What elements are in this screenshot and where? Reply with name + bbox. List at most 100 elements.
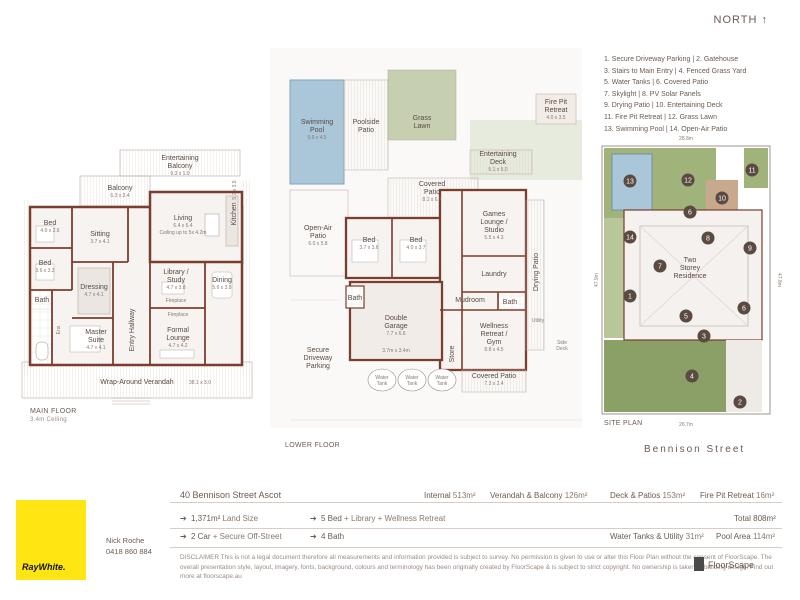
room-games-lounge-dim: 5.5 x 4.3 (484, 235, 503, 241)
fire-pit-retreat (535, 93, 577, 125)
room-bed-1-label: Bed (44, 220, 57, 227)
legend-line: 5. Water Tanks | 6. Covered Patio (604, 79, 709, 87)
site-marker-2 (733, 395, 747, 409)
area-tanks-value: 31m² (685, 532, 704, 541)
water-tank-3-label: Water (435, 375, 448, 381)
room-double-garage-label: Double (385, 315, 407, 322)
floorplan-drawing: Entertaining Balcony 9.3 x 1.9 Balcony 6… (21, 48, 782, 428)
room-bed-2-label: Bed (39, 260, 52, 267)
lower-floor-plan: Swimming Pool 9.9 x 4.5 Poolside Patio G… (270, 48, 582, 428)
room-covered-patio-dim: 8.1 x 6.7 (422, 197, 441, 203)
site-marker-label: 6 (742, 306, 746, 313)
swimming-pool (289, 79, 345, 185)
room-double-garage-dim: 7.7 x 6.6 (386, 331, 405, 337)
site-marker-4 (685, 369, 699, 383)
room-grass-lawn-label-2: Lawn (414, 123, 431, 130)
site-marker-6 (683, 205, 697, 219)
agent-info: Nick Roche 0418 860 884 (106, 535, 152, 557)
site-top-dimension: 28.8m (679, 136, 693, 142)
room-dining-dim: 5.6 x 3.8 (212, 285, 231, 291)
living-ceiling-note: Ceiling up to 5x 4.2m (160, 230, 207, 236)
room-lower-bed-2-label: Bed (410, 237, 423, 244)
legend-line: 3. Stairs to Main Entry | 4. Fenced Gras… (604, 67, 747, 75)
room-living-dim: 6.4 x 5.4 (173, 223, 192, 229)
site-marker-10 (715, 191, 729, 205)
room-lower-bath-1-label: Bath (503, 299, 518, 306)
room-driveway-label-2: Driveway (304, 355, 333, 362)
legend-line: 7. Skylight | 8. PV Solar Panels (604, 90, 701, 98)
main-floor-plan: Entertaining Balcony 9.3 x 1.9 Balcony 6… (21, 149, 253, 405)
room-games-lounge-label-2: Lounge / (480, 219, 507, 226)
room-formal-lounge-dim: 4.7 x 4.2 (168, 343, 187, 349)
room-master-dim: 4.7 x 4.1 (86, 345, 105, 351)
site-marker-label: 14 (626, 235, 634, 242)
site-marker-label: 1 (628, 294, 632, 301)
room-formal-lounge-label-2: Lounge (166, 335, 189, 342)
legend-line: 1. Secure Driveway Parking | 2. Gatehous… (604, 56, 739, 63)
room-mudroom-label: Mudroom (455, 297, 485, 304)
divider (170, 547, 782, 548)
room-utility-label: Utility (532, 318, 545, 324)
total-area: Total 808m² (734, 514, 776, 523)
site-marker-14 (623, 230, 637, 244)
site-plan-caption: SITE PLAN (604, 420, 643, 427)
room-games-lounge-label: Games (483, 211, 506, 218)
site-marker-12 (681, 173, 695, 187)
site-marker-label: 4 (690, 374, 694, 381)
room-entertaining-balcony-label-2: Balcony (168, 163, 193, 170)
fireplace-note-2: Fireplace (168, 312, 189, 318)
wrap-around-verandah (21, 361, 253, 399)
room-swimming-pool-label-2: Pool (310, 127, 324, 134)
site-marker-1 (623, 289, 637, 303)
raywhite-brand: RayWhite. (22, 562, 66, 572)
site-marker-3 (697, 329, 711, 343)
room-entry-hallway-label: Entry Hallway (129, 308, 136, 351)
land-size-label: Land Size (222, 514, 259, 523)
site-marker-9 (743, 241, 757, 255)
total-area-value: 808m² (753, 514, 776, 523)
room-sitting-label: Sitting (90, 231, 110, 238)
site-marker-label: 5 (684, 314, 688, 321)
room-poolside-patio-label: Poolside (353, 119, 380, 126)
area-tanks: Water Tanks & Utility 31m² (610, 532, 704, 541)
land-size: ➔ 1,371m² Land Size (180, 514, 258, 523)
site-bottom-dimension: 26.7m (679, 422, 693, 428)
agent-name: Nick Roche (106, 536, 145, 545)
bedrooms-extra: + Library + Wellness Retreat (344, 514, 446, 523)
grass-lawn (387, 69, 457, 141)
check-icon: ➔ (180, 532, 187, 541)
room-driveway-label-3: Parking (306, 363, 330, 370)
room-balcony-label: Balcony (108, 185, 133, 192)
entertaining-balcony (119, 149, 241, 177)
room-wellness-label: Wellness (480, 323, 509, 330)
room-verandah-dim: 38.1 x 3.0 (189, 380, 211, 386)
area-tanks-label: Water Tanks & Utility (610, 532, 684, 541)
room-bed-2-dim: 3.6 x 3.3 (35, 268, 54, 274)
room-dining-label: Dining (212, 277, 232, 284)
room-library-label-2: Study (167, 277, 185, 284)
room-wellness-label-2: Retreat / (481, 331, 508, 338)
water-tank-3-label-2: Tank (437, 381, 448, 387)
lower-floor-caption: LOWER FLOOR (285, 442, 341, 449)
room-side-deck-label-2: Deck (556, 346, 568, 352)
area-verandah-label: Verandah & Balcony (490, 491, 563, 500)
area-pool: Pool Area 114m² (716, 532, 775, 541)
site-marker-label: 9 (748, 246, 752, 253)
room-master-label: Master (85, 329, 107, 336)
car-spaces-extra: + Secure Off-Street (212, 532, 282, 541)
water-tank-2-label-2: Tank (407, 381, 418, 387)
room-entertaining-deck-label-2: Deck (490, 159, 506, 166)
area-internal-label: Internal (424, 491, 451, 500)
area-decks: Deck & Patios 153m² (610, 491, 685, 500)
room-swimming-pool-label: Swimming (301, 119, 333, 126)
legend-line: 9. Drying Patio | 10. Entertaining Deck (604, 102, 723, 110)
room-fire-pit-dim: 4.0 x 3.5 (546, 115, 565, 121)
floorscape-brand: FloorScape (708, 560, 755, 570)
legend-line: 11. Fire Pit Retreat | 12. Grass Lawn (604, 113, 717, 121)
area-firepit-label: Fire Pit Retreat (700, 491, 754, 500)
residence-label-1: Two (684, 257, 697, 264)
agent-phone[interactable]: 0418 860 884 (106, 547, 152, 556)
site-marker-5 (679, 309, 693, 323)
car-spaces: ➔ 2 Car + Secure Off-Street (180, 532, 282, 541)
main-floor-ceiling: 3.4m Ceiling (30, 417, 67, 423)
